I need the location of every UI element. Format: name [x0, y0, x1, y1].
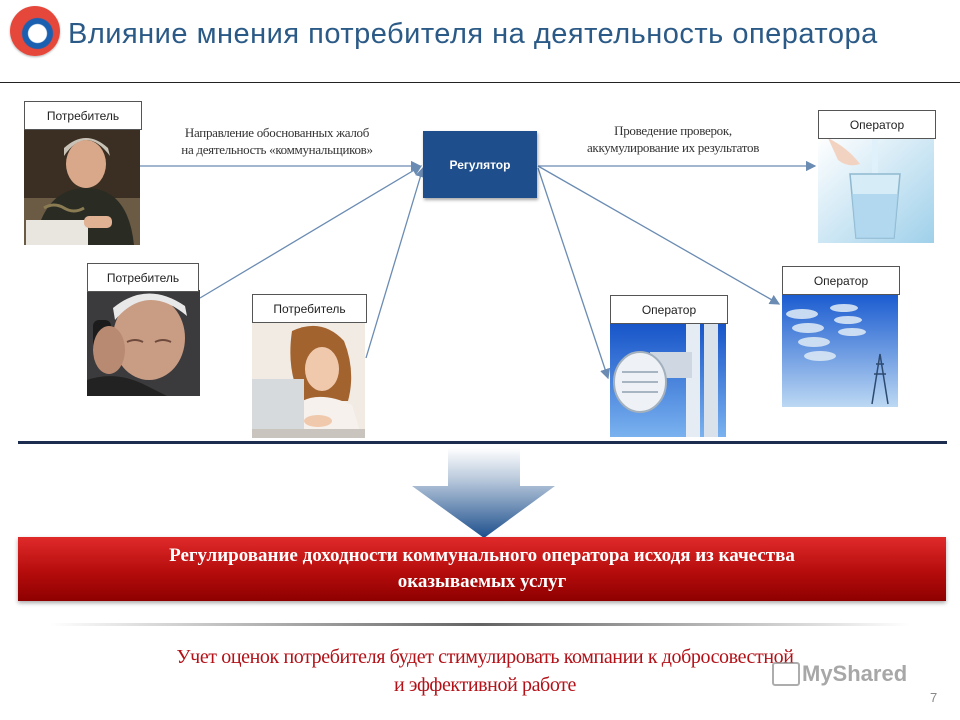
elderly-woman-writing-image	[24, 128, 140, 245]
annotation-complaints-line1: Направление обоснованных жалоб	[184, 125, 370, 140]
consumer-label-3: Потребитель	[252, 294, 367, 323]
banner-shadow-rule	[50, 623, 910, 626]
arrow-consumer2-to-regulator	[199, 165, 423, 299]
arrow-regulator-to-operator3	[537, 165, 781, 305]
watermark-icon	[772, 662, 800, 686]
operator-photo-2	[610, 322, 726, 437]
young-woman-laptop-image	[252, 321, 365, 438]
conclusion-text: Учет оценок потребителя будет стимулиров…	[60, 643, 910, 699]
conclusion-line1: Учет оценок потребителя будет стимулиров…	[176, 646, 794, 668]
annotation-inspections-line2: аккумулирование их результатов	[586, 140, 760, 155]
conclusion-line2: и эффективной работе	[393, 674, 576, 696]
header-divider	[0, 82, 960, 83]
operator-label-1: Оператор	[818, 110, 936, 139]
regulation-banner: Регулирование доходности коммунального о…	[18, 537, 946, 601]
arrow-consumer3-to-regulator	[365, 166, 426, 359]
arrow-regulator-to-operator2	[537, 167, 611, 380]
operator-photo-3	[782, 294, 898, 407]
consumer-label-2: Потребитель	[87, 263, 199, 292]
glass-of-water-image	[818, 138, 934, 243]
elderly-man-on-phone-image	[87, 290, 200, 396]
operator-photo-1	[818, 138, 934, 243]
annotation-complaints: Направление обоснованных жалоб на деятел…	[142, 124, 412, 158]
annotation-inspections-line1: Проведение проверок,	[614, 123, 732, 138]
slide-title: Влияние мнения потребителя на деятельнос…	[68, 18, 878, 50]
consumer-photo-3	[252, 321, 365, 438]
annotation-complaints-line2: на деятельность «коммунальщиков»	[181, 142, 373, 157]
operator-label-3: Оператор	[782, 266, 900, 295]
logo-icon	[10, 6, 60, 56]
page-number: 7	[930, 690, 938, 705]
radiator-thermostat-image	[610, 322, 726, 437]
big-down-arrow	[412, 448, 555, 538]
banner-line2: оказываемых услуг	[397, 571, 567, 592]
consumer-photo-2	[87, 290, 200, 396]
power-insulators-image	[782, 294, 898, 407]
consumer-photo-1	[24, 128, 140, 245]
watermark: MyShared	[802, 661, 908, 686]
banner-line1: Регулирование доходности коммунального о…	[169, 545, 795, 566]
operator-label-2: Оператор	[610, 295, 728, 324]
annotation-inspections: Проведение проверок, аккумулирование их …	[548, 122, 798, 156]
consumer-label-1: Потребитель	[24, 101, 142, 130]
regulator-box: Регулятор	[423, 131, 537, 198]
section-divider	[18, 441, 947, 444]
